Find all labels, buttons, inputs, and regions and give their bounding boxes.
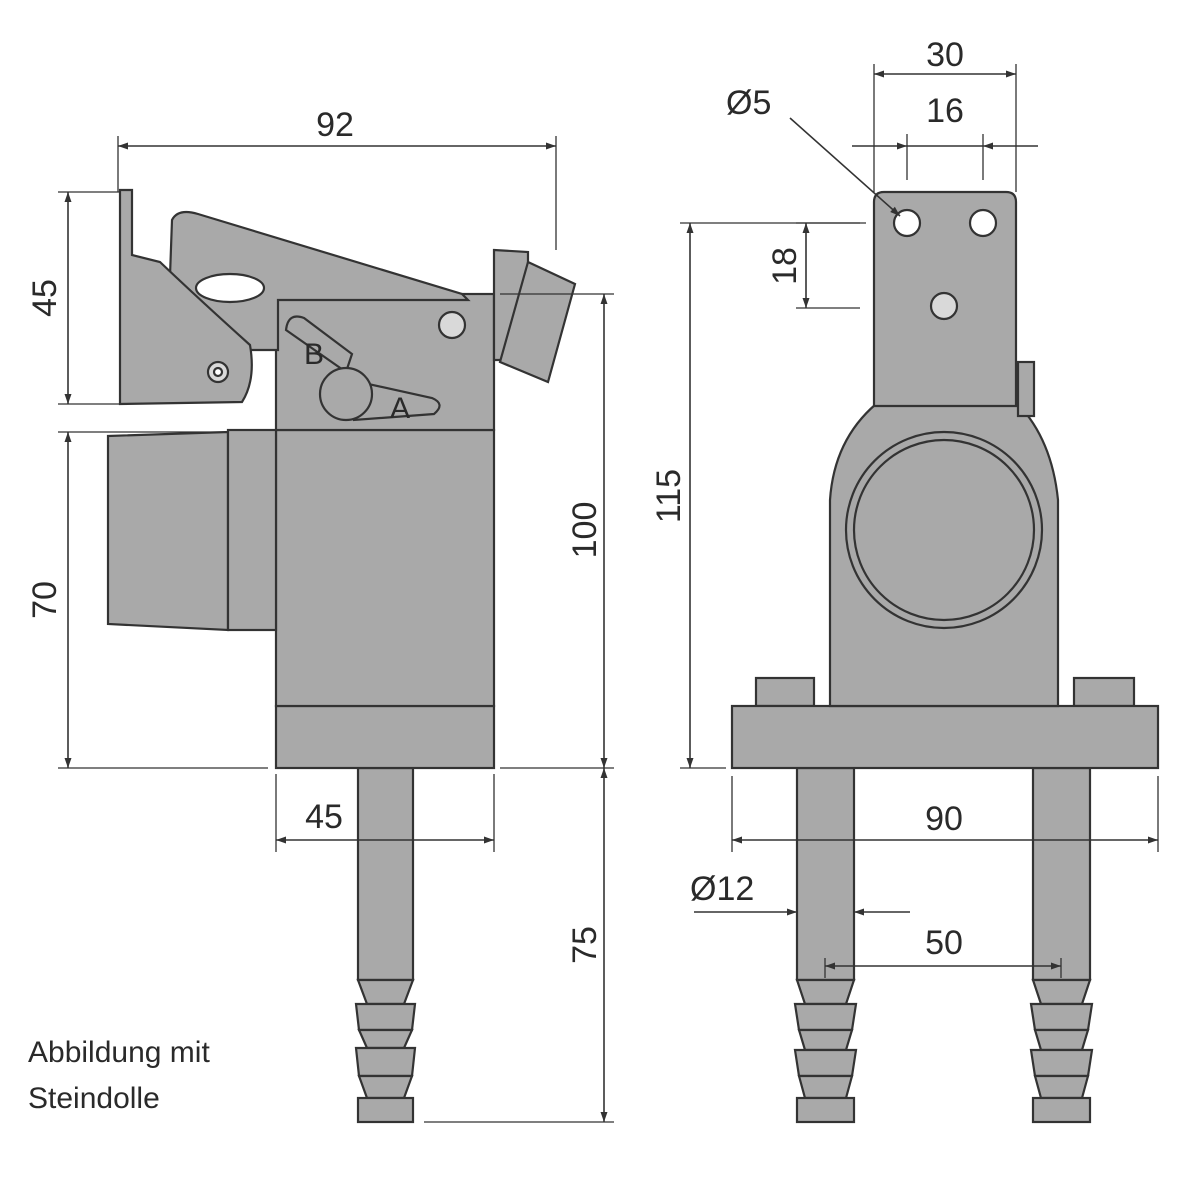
caption-line-1: Abbildung mit	[28, 1036, 210, 1069]
lever-label-a: A	[390, 392, 410, 425]
front-base-plate	[730, 676, 1160, 770]
front-view: 30 16 Ø5 18 115	[650, 36, 1160, 1124]
dim-front-pin-diameter: Ø12	[690, 870, 910, 916]
lever-label-b: B	[304, 338, 324, 371]
dim-label-50: 50	[925, 924, 963, 962]
front-top-plate	[872, 190, 1018, 408]
dim-front-base-width: 90	[731, 776, 1159, 852]
front-pin-right	[1029, 766, 1094, 1124]
side-pin	[354, 766, 417, 1124]
dim-side-sleeve-height: 70	[26, 431, 268, 769]
dim-label-92: 92	[316, 106, 354, 144]
dim-label-70: 70	[26, 581, 64, 619]
front-pin-left	[793, 766, 858, 1124]
front-screw-icon	[929, 291, 959, 321]
side-sleeve	[106, 428, 278, 632]
dim-front-hole-drop: 18	[766, 222, 860, 309]
side-lever-slot	[194, 272, 266, 304]
dim-side-lever-height: 45	[26, 191, 120, 405]
front-boss	[852, 438, 1036, 622]
dim-label-100: 100	[566, 502, 604, 559]
front-body	[828, 360, 1060, 708]
dim-label-16: 16	[926, 92, 964, 130]
side-screw-icon	[437, 310, 467, 340]
dim-label-d5: Ø5	[726, 84, 771, 122]
dim-label-45-base: 45	[305, 798, 343, 836]
dim-side-width: 92	[117, 106, 557, 250]
dim-label-18: 18	[766, 247, 804, 285]
dim-label-90: 90	[925, 800, 963, 838]
front-hole-right	[968, 208, 998, 238]
dim-label-45-lever: 45	[26, 279, 64, 317]
dim-front-height: 115	[650, 222, 866, 769]
side-pivot-center	[212, 366, 224, 378]
side-hinge-bracket	[118, 188, 253, 406]
dim-front-hole-diameter: Ø5	[726, 84, 901, 217]
dim-label-115: 115	[650, 469, 688, 523]
dim-side-base-width: 45	[275, 774, 495, 852]
dim-label-75: 75	[566, 926, 604, 964]
dim-label-d12: Ø12	[690, 870, 754, 908]
dim-label-30: 30	[926, 36, 964, 74]
side-selector-lever: B A	[284, 315, 441, 425]
dim-side-pin-length: 75	[424, 768, 614, 1123]
caption-line-2: Steindolle	[28, 1082, 160, 1115]
dim-front-top-width: 30	[873, 36, 1017, 192]
side-view: B A 92 45 70 100	[26, 106, 614, 1124]
front-hole-left	[892, 208, 922, 238]
caption: Abbildung mit Steindolle	[28, 1036, 210, 1115]
dim-side-body-height: 100	[500, 293, 614, 769]
dim-front-hole-spacing: 16	[852, 92, 1038, 180]
side-latch	[492, 248, 577, 384]
side-housing	[274, 428, 496, 708]
dim-front-pin-spacing: 50	[824, 924, 1062, 978]
